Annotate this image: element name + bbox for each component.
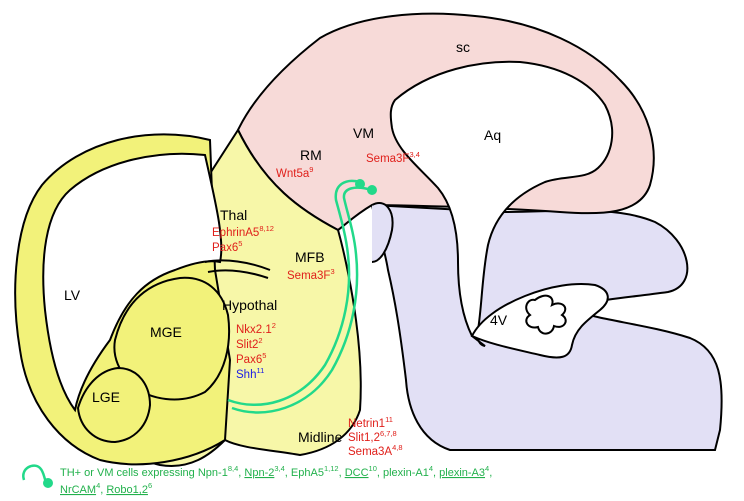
legend-item-refs: 1,12 <box>324 464 339 473</box>
cue-ephrina5: EphrinA58,12 <box>212 224 274 239</box>
cue-wnt5a: Wnt5a9 <box>276 165 313 180</box>
cue-sema3a: Sema3A4,8 <box>348 443 403 458</box>
cue-slit2: Slit22 <box>236 336 263 351</box>
legend-item-sep: , <box>339 467 345 479</box>
legend-item-name: Npn-2 <box>244 467 274 479</box>
axon-tract-inner <box>231 186 373 414</box>
legend-item-refs: 8,4 <box>228 464 238 473</box>
label-hypothal: Hypothal <box>222 297 277 313</box>
legend-item-refs: 6 <box>148 481 152 490</box>
cue-shh: Shh11 <box>236 366 264 381</box>
cue-pax6-hyp: Pax65 <box>236 351 266 366</box>
label-mfb: MFB <box>295 249 325 265</box>
label-lge: LGE <box>92 389 120 405</box>
label-midline: Midline <box>298 429 343 445</box>
legend-item-name: DCC <box>345 467 369 479</box>
cue-sema3f-vm: Sema3F3,4 <box>366 150 420 165</box>
tract-soma-1 <box>355 179 365 189</box>
label-rm: RM <box>300 147 322 163</box>
label-sc: sc <box>456 39 470 55</box>
tract-soma-2 <box>367 185 377 195</box>
legend-item-refs: 4 <box>96 481 100 490</box>
legend-item-sep: , <box>377 467 383 479</box>
label-lv: LV <box>64 287 81 303</box>
legend-item-name: plexin-A1 <box>383 467 429 479</box>
legend-item-name: Npn-1 <box>198 467 228 479</box>
interventricular-channel-lower <box>207 269 269 279</box>
choroid-plexus <box>525 294 567 335</box>
legend-item-name: EphA5 <box>291 467 324 479</box>
legend-line-2: NrCAM4, Robo1,26 <box>60 481 152 496</box>
legend-item-refs: 4 <box>485 464 489 473</box>
legend-item-sep: , <box>285 467 291 479</box>
legend-item-sep: , <box>238 467 244 479</box>
legend-item-refs: 10 <box>369 464 377 473</box>
legend-lead: TH+ or VM cells expressing <box>60 467 198 479</box>
aqueduct <box>389 60 614 347</box>
legend-item-name: NrCAM <box>60 484 96 496</box>
cue-netrin1: Netrin111 <box>348 415 393 430</box>
cue-slit12: Slit1,26,7,8 <box>348 429 397 444</box>
legend-line-1: TH+ or VM cells expressing Npn-18,4, Npn… <box>60 464 492 479</box>
lge-eminence <box>76 366 152 444</box>
axon-tract-outer <box>227 179 361 407</box>
legend-item-sep: , <box>100 484 106 496</box>
legend-item-name: Robo1,2 <box>106 484 148 496</box>
label-vm: VM <box>353 125 374 141</box>
cue-pax6-thal: Pax65 <box>212 239 242 254</box>
cue-sema3f-mfb: Sema3F3 <box>287 267 335 282</box>
legend-soma-icon <box>43 478 53 488</box>
legend-item-refs: 4 <box>429 464 433 473</box>
label-4v: 4V <box>490 312 508 328</box>
cue-nkx21: Nkx2.12 <box>236 321 276 336</box>
legend-item-sep: , <box>433 467 439 479</box>
legend-item-name: plexin-A3 <box>439 467 485 479</box>
label-aq: Aq <box>484 127 501 143</box>
legend-tract-icon <box>22 464 48 483</box>
interventricular-channel <box>204 259 271 271</box>
isthmus-notch <box>371 202 394 263</box>
legend-item-refs: 3,4 <box>274 464 284 473</box>
legend-item-sep: , <box>489 467 492 479</box>
label-thal: Thal <box>220 207 247 223</box>
label-mge: MGE <box>150 324 182 340</box>
